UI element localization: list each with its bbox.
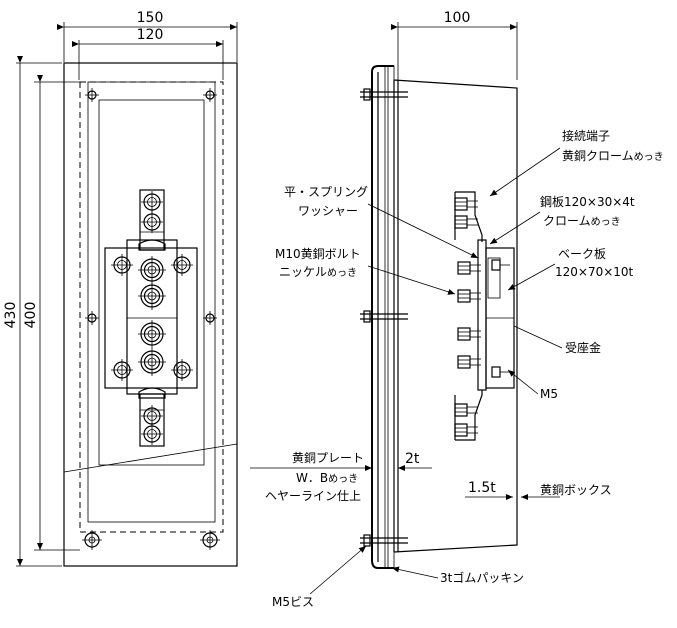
- dim-height-430: 430: [3, 302, 19, 329]
- corner-screw-icon: [85, 311, 99, 325]
- svg-text:M5: M5: [540, 387, 558, 401]
- callout-terminal: 接続端子 黄銅クロームめっき: [489, 128, 664, 197]
- svg-text:ニッケルめっき: ニッケルめっき: [279, 265, 357, 279]
- callout-brass-plate: 黄銅プレート W．Bめっき ヘヤーライン仕上: [265, 451, 364, 503]
- bolt-icon: [140, 190, 164, 214]
- svg-text:受座金: 受座金: [565, 340, 601, 355]
- corner-screw-icon: [203, 88, 217, 102]
- dim-1-5t-label: 1.5t: [468, 480, 496, 496]
- dim-1-5t: 1.5t: [465, 480, 560, 500]
- bolt-icon: [140, 210, 164, 234]
- bolt-icon: [110, 358, 134, 382]
- front-top-dimensions: 150 120: [57, 10, 238, 80]
- bolt-icon: [454, 215, 479, 229]
- callout-bakelite: ベーク板 120×70×10t: [507, 247, 634, 291]
- svg-text:3tゴムパッキン: 3tゴムパッキン: [440, 570, 524, 585]
- side-view: 100: [250, 10, 664, 609]
- svg-text:黄銅クロームめっき: 黄銅クロームめっき: [562, 149, 664, 163]
- dim-height-400: 400: [23, 302, 39, 329]
- brass-plate-side: [371, 65, 394, 569]
- bolt-icon: [170, 358, 194, 382]
- front-view: 150 120 430 400: [3, 10, 238, 567]
- callout-washer: 平・スプリング ワッシャー: [284, 185, 479, 259]
- svg-text:120×70×10t: 120×70×10t: [555, 265, 634, 279]
- bolt-icon: [110, 253, 134, 277]
- svg-text:ベーク板: ベーク板: [558, 247, 606, 261]
- svg-text:M5ビス: M5ビス: [272, 595, 314, 609]
- terminal-assembly-side: [454, 191, 515, 441]
- bolt-icon: [170, 253, 194, 277]
- dim-width-120: 120: [137, 27, 164, 43]
- front-base-panel: [98, 99, 205, 466]
- m5-screw-icon: [360, 310, 408, 323]
- bolt-icon: [454, 403, 479, 417]
- svg-text:接続端子: 接続端子: [562, 128, 610, 143]
- m10-bolt-icon: [137, 281, 167, 311]
- svg-text:ヘヤーライン仕上: ヘヤーライン仕上: [265, 489, 361, 503]
- brass-box-side: [393, 79, 518, 553]
- m5-screw-icon: [360, 88, 408, 101]
- front-break-line: [63, 443, 238, 473]
- front-inner-panel: [87, 81, 216, 523]
- callout-m5: M5: [507, 369, 558, 401]
- svg-text:黄銅ボックス: 黄銅ボックス: [540, 483, 612, 497]
- bolt-icon: [140, 422, 164, 446]
- svg-text:M10黄銅ボルト: M10黄銅ボルト: [275, 247, 361, 261]
- callout-brass-box: 黄銅ボックス: [540, 483, 612, 497]
- m10-bolt-icon: [137, 347, 167, 377]
- side-top-dimension: 100: [391, 10, 518, 80]
- front-left-dimensions: 430 400: [3, 56, 80, 567]
- m5-screw-icon: [360, 534, 408, 547]
- terminal-assembly: [104, 189, 198, 447]
- svg-text:鋼板120×30×4t: 鋼板120×30×4t: [540, 195, 635, 209]
- callout-gasket: 3tゴムパッキン: [391, 566, 524, 585]
- m10-bolt-icon: [137, 255, 167, 285]
- m10-bolt-icon: [137, 319, 167, 349]
- dim-depth-100: 100: [444, 10, 471, 26]
- corner-screw-icon: [85, 88, 99, 102]
- callout-screw: M5ビス: [272, 545, 367, 609]
- corner-screw-icon: [200, 530, 220, 550]
- corner-screw-icon: [82, 530, 102, 550]
- callout-seat: 受座金: [513, 325, 601, 355]
- svg-text:クロームめっき: クロームめっき: [543, 214, 621, 228]
- callout-steel-plate: 鋼板120×30×4t クロームめっき: [489, 195, 635, 245]
- svg-text:W．Bめっき: W．Bめっき: [296, 471, 358, 485]
- svg-text:黄銅プレート: 黄銅プレート: [292, 451, 364, 465]
- corner-screw-icon: [203, 311, 217, 325]
- svg-text:平・スプリング: 平・スプリング: [284, 185, 368, 199]
- dim-width-150: 150: [137, 10, 164, 26]
- callout-bolt: M10黄銅ボルト ニッケルめっき: [275, 247, 456, 295]
- dim-2t: 2t: [250, 451, 432, 471]
- rubber-gasket: [387, 65, 395, 569]
- front-plate-outline: [63, 62, 238, 567]
- dim-2t-label: 2t: [405, 451, 420, 467]
- svg-text:ワッシャー: ワッシャー: [298, 204, 358, 218]
